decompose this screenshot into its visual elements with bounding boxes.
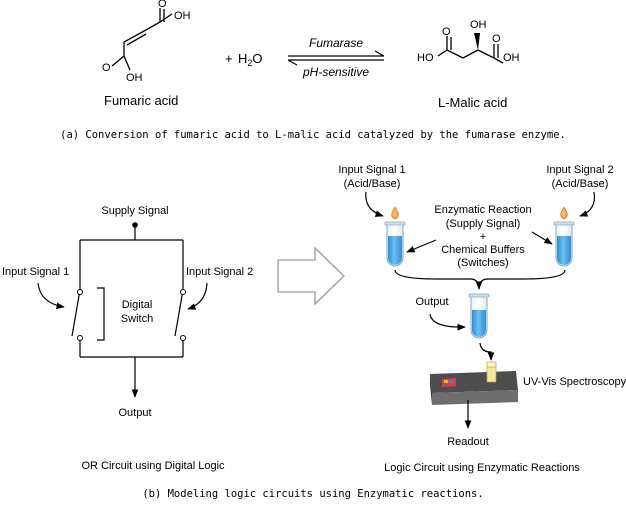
reaction-arrow-right <box>531 231 553 245</box>
switch1-bottom-terminal <box>77 335 83 341</box>
merge-arrow-left <box>394 269 483 290</box>
fumaric-acid-structure <box>111 8 173 71</box>
reaction-plus: + <box>480 231 486 243</box>
reaction-label-4: (Switches) <box>457 257 508 269</box>
malic-o-right: O <box>492 33 501 45</box>
droplet-1 <box>391 206 399 220</box>
enz-input2-label-2: (Acid/Base) <box>552 178 609 190</box>
droplet-2 <box>560 206 568 220</box>
malic-acid-structure <box>437 36 504 64</box>
enz-input1-label-1: Input Signal 1 <box>338 164 405 176</box>
switch2-top-terminal <box>180 289 186 295</box>
reaction-label-2: (Supply Signal) <box>446 218 521 230</box>
or-output-label: Output <box>118 407 151 419</box>
reaction-label-1: Enzymatic Reaction <box>434 204 531 216</box>
fumaric-o-bottom: O <box>102 62 111 74</box>
or-circuit-title: OR Circuit using Digital Logic <box>81 460 225 472</box>
water-formula: H2O <box>238 51 263 68</box>
malic-oh-right: OH <box>503 52 520 64</box>
enzyme-circuit-title: Logic Circuit using Enzymatic Reactions <box>384 462 580 474</box>
cuvette <box>486 361 497 383</box>
enz-input2-arrow <box>579 191 596 217</box>
or-input1-arrow <box>37 282 65 310</box>
switch2-bottom-terminal <box>180 335 186 341</box>
reaction-label-3: Chemical Buffers <box>441 244 525 256</box>
transition-block-arrow <box>277 246 345 306</box>
pour-arrow <box>479 342 495 361</box>
enz-input1-arrow <box>365 191 384 217</box>
plus-sign: + <box>225 51 233 66</box>
or-input2-arrow <box>187 282 208 310</box>
malic-acid-label: L-Malic acid <box>438 95 507 110</box>
caption-b: (b) Modeling logic circuits using Enzyma… <box>142 488 483 500</box>
malic-stereo-wedge <box>474 33 480 50</box>
supply-node <box>132 222 138 228</box>
or-input2-label: Input Signal 2 <box>186 266 253 278</box>
enz-input2-label-1: Input Signal 2 <box>546 164 613 176</box>
fumaric-o-top: O <box>158 0 167 10</box>
readout-label: Readout <box>447 436 489 448</box>
uv-vis-label: UV-Vis Spectroscopy <box>523 376 626 388</box>
fumarase-label: Fumarase <box>309 36 363 50</box>
supply-signal-label: Supply Signal <box>101 205 168 217</box>
enz-output-arrow <box>429 313 466 331</box>
or-input1-label: Input Signal 1 <box>2 266 69 278</box>
malic-oh-top: OH <box>470 19 487 31</box>
digital-switch-label-1: Digital <box>122 299 153 311</box>
ph-sensitive-label: pH-sensitive <box>302 65 369 79</box>
caption-a: (a) Conversion of fumaric acid to L-mali… <box>60 129 566 141</box>
reaction-arrow-left <box>406 239 437 253</box>
switch1-top-terminal <box>77 289 83 295</box>
test-tube-1 <box>384 221 406 267</box>
digital-switch-label-2: Switch <box>121 313 153 325</box>
enz-input1-label-2: (Acid/Base) <box>344 178 401 190</box>
malic-o-left: O <box>442 26 451 38</box>
fumaric-acid-label: Fumaric acid <box>104 93 178 108</box>
enz-output-label: Output <box>415 296 448 308</box>
test-tube-2 <box>553 221 575 267</box>
fumaric-oh-top: OH <box>174 10 191 22</box>
merge-arrow-right <box>478 269 566 290</box>
test-tube-output <box>468 293 490 339</box>
malic-ho: HO <box>417 52 434 64</box>
uv-vis-spectrometer <box>430 371 518 405</box>
fumaric-oh-bottom: OH <box>126 72 143 84</box>
or-circuit-wires <box>71 225 184 398</box>
equilibrium-arrows <box>287 50 385 66</box>
